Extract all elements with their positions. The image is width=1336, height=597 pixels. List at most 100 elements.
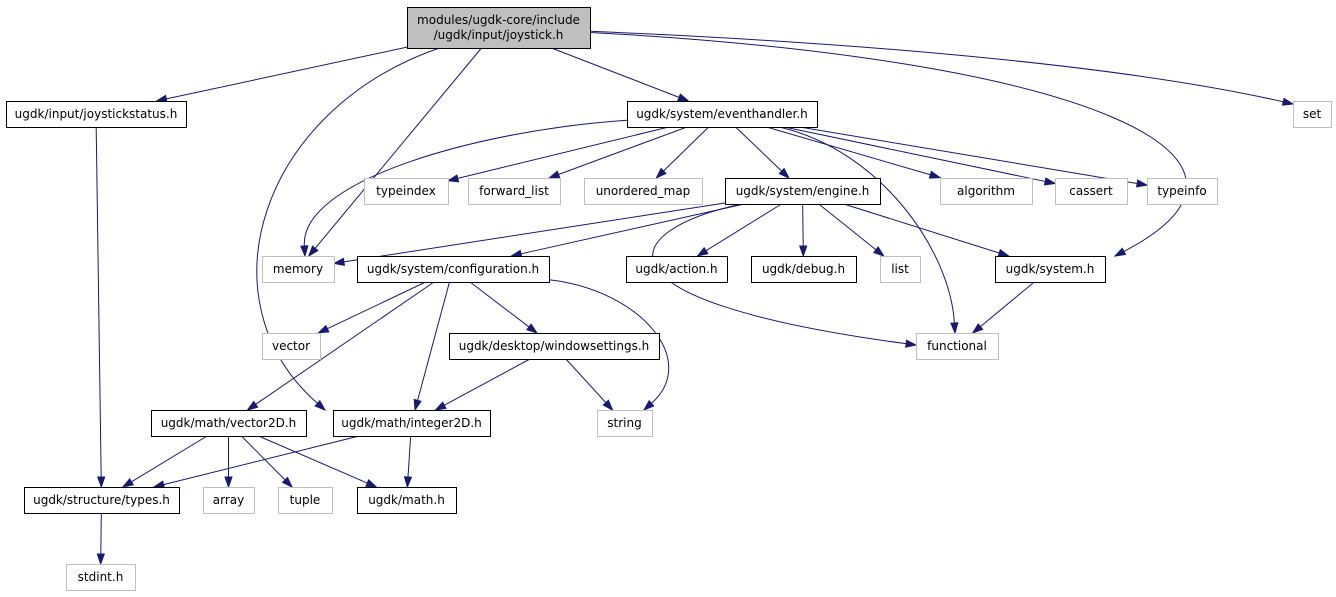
edge-line	[100, 512, 102, 555]
edge-configuration_h-to-windowsettings_h	[469, 281, 539, 334]
node-cassert: cassert	[1055, 178, 1128, 205]
node-engine-h[interactable]: ugdk/system/engine.h	[725, 178, 881, 205]
node-box	[880, 256, 921, 283]
edge-vector2d_h-to-types_h	[121, 435, 208, 488]
edge-line	[784, 126, 1046, 182]
node-types-h[interactable]: ugdk/structure/types.h	[24, 487, 180, 514]
edge-line	[457, 126, 669, 179]
edge-integer2d_h-to-math_h	[403, 435, 413, 489]
edge-arrowhead	[314, 399, 327, 411]
node-action-h[interactable]: ugdk/action.h	[626, 256, 728, 283]
edge-line	[589, 31, 1187, 252]
edge-joystick_h-to-eventhandler_h	[551, 47, 690, 102]
node-box	[916, 333, 999, 360]
edge-engine_h-to-action_h	[696, 203, 782, 257]
edge-vector2d_h-to-math_h	[258, 435, 378, 488]
edge-arrowhead	[446, 174, 460, 183]
node-configuration-h[interactable]: ugdk/system/configuration.h	[357, 256, 550, 283]
node-box	[333, 410, 491, 437]
edge-arrowhead	[365, 478, 378, 488]
node-label: vector	[272, 339, 310, 353]
edge-arrowhead	[602, 399, 614, 412]
edge-line	[766, 126, 931, 176]
node-label: functional	[927, 339, 987, 353]
edge-joystickstatus_h-to-types_h	[95, 126, 106, 489]
node-label: ugdk/system/configuration.h	[367, 262, 539, 276]
node-math-h[interactable]: ugdk/math.h	[357, 487, 457, 514]
edge-configuration_h-to-vector2d_h	[246, 281, 435, 411]
node-set: set	[1293, 101, 1332, 128]
edge-arrowhead	[121, 477, 135, 488]
edge-arrowhead	[307, 245, 319, 258]
node-box	[1147, 178, 1218, 205]
node-label: algorithm	[957, 184, 1015, 198]
edge-arrowhead	[655, 167, 667, 180]
edge-line	[799, 126, 1138, 184]
node-array: array	[203, 487, 255, 514]
node-label: ugdk/desktop/windowsettings.h	[459, 339, 650, 353]
node-forward-list: forward_list	[468, 178, 561, 205]
edge-eventhandler_h-to-engine_h	[735, 126, 791, 180]
node-label: ugdk/math/vector2D.h	[161, 416, 297, 430]
edge-arrowhead	[547, 170, 561, 179]
edge-line	[551, 47, 680, 98]
edge-line	[258, 435, 368, 484]
node-box	[357, 256, 550, 283]
node-box	[203, 487, 255, 514]
edge-arrowhead	[1113, 247, 1127, 257]
node-windowsettings-h[interactable]: ugdk/desktop/windowsettings.h	[449, 333, 660, 360]
edge-line	[303, 119, 628, 247]
edge-eventhandler_h-to-memory	[300, 119, 628, 258]
edge-arrowhead	[642, 399, 655, 412]
node-label: ugdk/system/engine.h	[736, 184, 870, 198]
edge-engine_h-to-system_h	[843, 203, 1011, 257]
edge-joystick_h-to-joystickstatus_h	[155, 46, 408, 103]
node-label: ugdk/system/eventhandler.h	[636, 107, 808, 121]
node-functional: functional	[916, 333, 999, 360]
edge-line	[163, 435, 360, 486]
edge-eventhandler_h-to-algorithm	[766, 126, 942, 179]
node-box	[262, 333, 321, 360]
node-debug-h[interactable]: ugdk/debug.h	[751, 256, 857, 283]
edge-eventhandler_h-to-typeindex	[446, 126, 669, 183]
edge-line	[558, 126, 688, 175]
node-system-h[interactable]: ugdk/system.h	[995, 256, 1106, 283]
node-box	[597, 410, 653, 437]
edge-line	[548, 279, 670, 404]
edge-arrowhead	[778, 167, 791, 180]
node-box	[940, 178, 1033, 205]
node-vector2d-h[interactable]: ugdk/math/vector2D.h	[151, 410, 307, 437]
node-box	[407, 7, 591, 49]
edge-windowsettings_h-to-string	[565, 358, 614, 412]
edge-arrowhead	[971, 323, 984, 334]
node-box	[751, 256, 857, 283]
node-eventhandler-h[interactable]: ugdk/system/eventhandler.h	[627, 101, 818, 128]
node-label: set	[1303, 107, 1322, 121]
edge-vector2d_h-to-tuple	[241, 435, 294, 489]
node-label: typeindex	[376, 184, 436, 198]
node-string: string	[597, 410, 653, 437]
node-integer2d-h[interactable]: ugdk/math/integer2D.h	[333, 410, 491, 437]
edge-line	[131, 435, 208, 483]
node-stdint-h: stdint.h	[66, 564, 136, 591]
edge-vector2d_h-to-array	[224, 436, 233, 489]
edge-arrowhead	[316, 324, 330, 334]
edge-integer2d_h-to-types_h	[152, 435, 360, 489]
edge-eventhandler_h-to-functional	[778, 126, 959, 335]
node-unordered-map: unordered_map	[584, 178, 703, 205]
node-box	[66, 564, 136, 591]
node-box	[262, 256, 335, 283]
node-label: ugdk/math.h	[368, 493, 445, 507]
edge-arrowhead	[526, 323, 539, 334]
node-label: ugdk/math/integer2D.h	[341, 416, 481, 430]
edge-line	[241, 435, 286, 481]
edge-system_h-to-functional	[971, 281, 1035, 334]
node-memory: memory	[262, 256, 335, 283]
node-joystickstatus-h[interactable]: ugdk/input/joystickstatus.h	[6, 101, 187, 128]
node-label: stdint.h	[78, 570, 124, 584]
node-label: ugdk/structure/types.h	[33, 493, 170, 507]
node-joystick-h[interactable]: modules/ugdk-core/include/ugdk/input/joy…	[407, 7, 591, 49]
edge-line	[705, 203, 782, 252]
edge-configuration_h-to-vector	[316, 281, 426, 334]
